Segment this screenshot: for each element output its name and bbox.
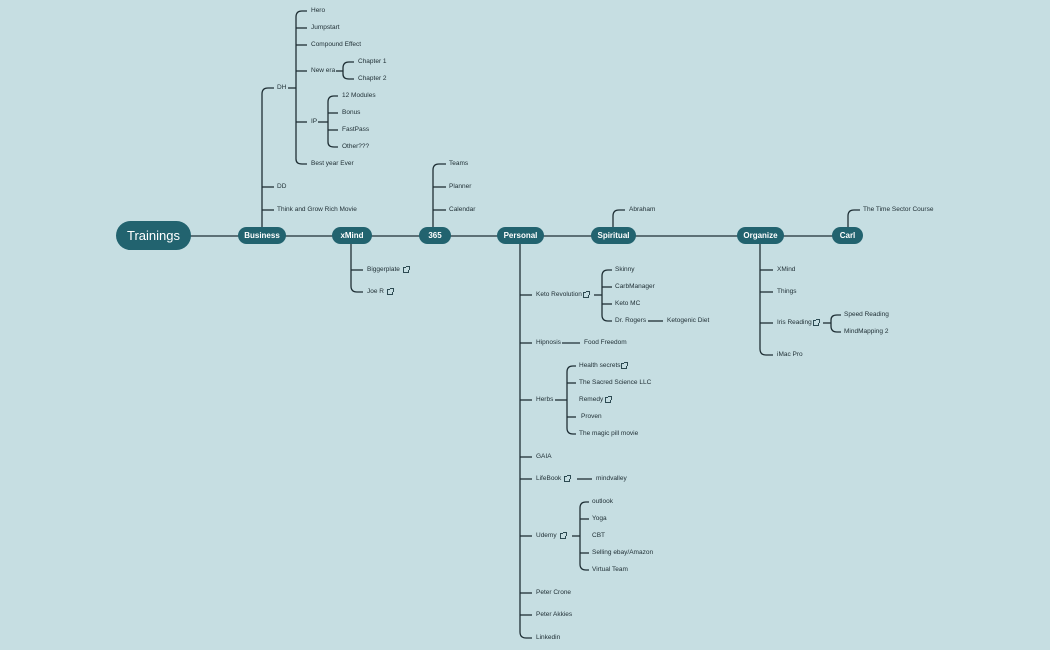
node-planner[interactable]: Planner bbox=[449, 183, 472, 190]
external-link-icon[interactable] bbox=[583, 291, 590, 298]
node-selling-ebay-amazon[interactable]: Selling ebay/Amazon bbox=[592, 549, 654, 556]
node-keto-revolution[interactable]: Keto Revolution bbox=[536, 291, 582, 298]
node-dh[interactable]: DH bbox=[277, 84, 287, 91]
node-peter-crone[interactable]: Peter Crone bbox=[536, 589, 572, 596]
node-iris-reading[interactable]: Iris Reading bbox=[777, 319, 812, 326]
node-biggerplate[interactable]: Biggerplate bbox=[367, 266, 400, 273]
node-remedy[interactable]: Remedy bbox=[579, 396, 604, 403]
node-ip[interactable]: IP bbox=[311, 118, 318, 125]
node-herbs[interactable]: Herbs bbox=[536, 396, 554, 403]
node-365[interactable]: 365 bbox=[419, 227, 451, 244]
node-food-freedom[interactable]: Food Freedom bbox=[584, 339, 627, 346]
node-magic-pill[interactable]: The magic pill movie bbox=[579, 430, 639, 437]
node-organize[interactable]: Organize bbox=[737, 227, 784, 244]
node-time-sector-course[interactable]: The Time Sector Course bbox=[863, 206, 934, 213]
external-link-icon[interactable] bbox=[813, 319, 820, 326]
node-proven[interactable]: Proven bbox=[581, 413, 602, 420]
node-fastpass[interactable]: FastPass bbox=[342, 126, 370, 133]
node-udemy[interactable]: Udemy bbox=[536, 532, 557, 539]
node-compound-effect[interactable]: Compound Effect bbox=[311, 41, 362, 48]
node-teams[interactable]: Teams bbox=[449, 160, 469, 167]
node-skinny[interactable]: Skinny bbox=[615, 266, 635, 273]
external-link-icon[interactable] bbox=[387, 288, 394, 295]
root-node-trainings[interactable]: Trainings bbox=[116, 221, 191, 250]
node-hero[interactable]: Hero bbox=[311, 7, 326, 14]
node-think-and-grow-rich[interactable]: Think and Grow Rich Movie bbox=[277, 206, 357, 213]
node-carl[interactable]: Carl bbox=[832, 227, 863, 244]
node-joe-r[interactable]: Joe R bbox=[367, 288, 384, 295]
node-speed-reading[interactable]: Speed Reading bbox=[844, 311, 889, 318]
node-dr-rogers[interactable]: Dr. Rogers bbox=[615, 317, 647, 324]
node-bonus[interactable]: Bonus bbox=[342, 109, 361, 116]
external-link-icon[interactable] bbox=[560, 532, 567, 539]
node-carbmanager[interactable]: CarbManager bbox=[615, 283, 655, 290]
node-outlook[interactable]: outlook bbox=[592, 498, 613, 505]
node-chapter-2[interactable]: Chapter 2 bbox=[358, 75, 387, 82]
node-12-modules[interactable]: 12 Modules bbox=[342, 92, 376, 99]
node-peter-akkies[interactable]: Peter Akkies bbox=[536, 611, 573, 618]
node-calendar[interactable]: Calendar bbox=[449, 206, 476, 213]
node-cbt[interactable]: CBT bbox=[592, 532, 605, 539]
external-link-icon[interactable] bbox=[621, 362, 628, 369]
node-keto-mc[interactable]: Keto MC bbox=[615, 300, 641, 307]
node-hipnosis[interactable]: Hipnosis bbox=[536, 339, 561, 346]
node-business[interactable]: Business bbox=[238, 227, 286, 244]
node-things[interactable]: Things bbox=[777, 288, 797, 295]
node-virtual-team[interactable]: Virtual Team bbox=[592, 566, 628, 573]
node-imac-pro[interactable]: iMac Pro bbox=[777, 351, 803, 358]
node-mindvalley[interactable]: mindvalley bbox=[596, 475, 627, 482]
node-abraham[interactable]: Abraham bbox=[629, 206, 656, 213]
external-link-icon[interactable] bbox=[605, 396, 612, 403]
node-mindmapping-2[interactable]: MindMapping 2 bbox=[844, 328, 889, 335]
external-link-icon[interactable] bbox=[564, 475, 571, 482]
node-ketogenic-diet[interactable]: Ketogenic Diet bbox=[667, 317, 710, 324]
node-spiritual[interactable]: Spiritual bbox=[591, 227, 636, 244]
node-xmind[interactable]: xMind bbox=[332, 227, 372, 244]
node-best-year-ever[interactable]: Best year Ever bbox=[311, 160, 354, 167]
node-xmind-app[interactable]: XMind bbox=[777, 266, 796, 273]
node-jumpstart[interactable]: Jumpstart bbox=[311, 24, 340, 31]
node-gaia[interactable]: GAIA bbox=[536, 453, 552, 460]
node-dd[interactable]: DD bbox=[277, 183, 287, 190]
node-sacred-science[interactable]: The Sacred Science LLC bbox=[579, 379, 652, 386]
external-link-icon[interactable] bbox=[403, 266, 410, 273]
node-lifebook[interactable]: LifeBook bbox=[536, 475, 562, 482]
node-linkedin[interactable]: Linkedin bbox=[536, 634, 561, 641]
node-health-secrets[interactable]: Health secrets bbox=[579, 362, 621, 369]
node-new-era[interactable]: New era bbox=[311, 67, 336, 74]
node-chapter-1[interactable]: Chapter 1 bbox=[358, 58, 387, 65]
node-other[interactable]: Other??? bbox=[342, 143, 370, 150]
node-yoga[interactable]: Yoga bbox=[592, 515, 607, 522]
node-personal[interactable]: Personal bbox=[497, 227, 544, 244]
